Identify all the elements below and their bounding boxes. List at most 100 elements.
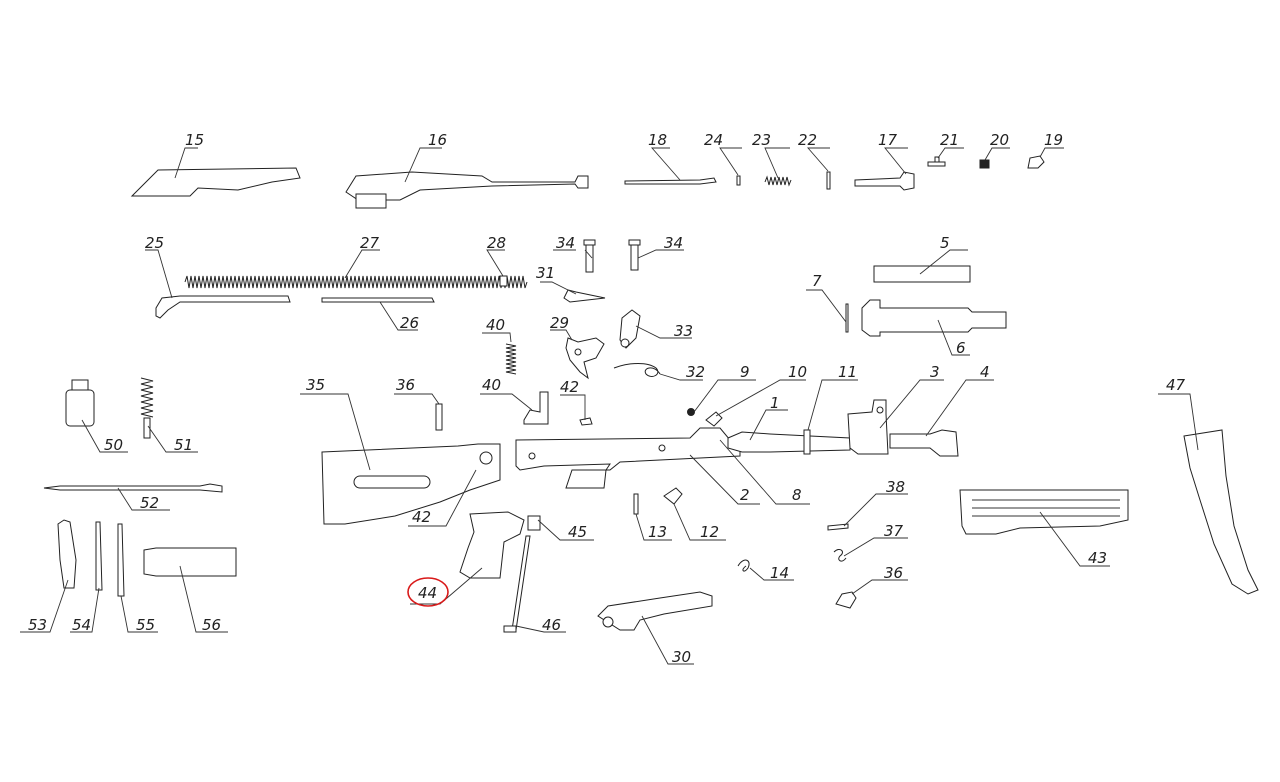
label-28: 28 (487, 234, 506, 252)
label-17: 17 (878, 131, 898, 149)
part-12-drawing (663, 487, 726, 541)
label-16: 16 (428, 131, 447, 149)
label-41: 40 (486, 316, 505, 334)
label-19: 19 (1044, 131, 1063, 149)
part-15-drawing (130, 147, 301, 197)
part-32-drawing (613, 363, 703, 381)
label-35: 35 (306, 376, 325, 394)
label-48: 47 (1166, 376, 1186, 394)
part-36-drawing (394, 393, 443, 431)
label-53: 53 (28, 616, 47, 634)
label-47: 46 (542, 616, 561, 634)
part-37-drawing (835, 579, 908, 609)
label-18: 18 (648, 131, 667, 149)
part-17-drawing (854, 147, 915, 191)
part-7-drawing (806, 289, 849, 333)
label-24: 24 (704, 131, 723, 149)
part-18-drawing (624, 147, 717, 185)
label-36: 36 (396, 376, 415, 394)
part-51-drawing (140, 377, 198, 453)
part-42-drawing (560, 394, 593, 426)
part-10-drawing (705, 379, 806, 427)
part-27-drawing (184, 249, 528, 289)
part-30-drawing (597, 591, 713, 665)
label-1: 1 (770, 394, 780, 412)
label-56: 56 (202, 616, 221, 634)
label-46: 45 (568, 523, 587, 541)
part-56-drawing (143, 547, 237, 633)
part-44-drawing (959, 489, 1129, 567)
label-25: 25 (145, 234, 164, 252)
part-9-drawing (687, 379, 756, 416)
label-40: 40 (482, 376, 501, 394)
label-55: 55 (136, 616, 155, 634)
label-11: 11 (838, 363, 857, 381)
label-12: 12 (700, 523, 719, 541)
part-38-drawing (833, 537, 908, 562)
label-39: 38 (886, 478, 905, 496)
part-45-drawing (407, 511, 525, 607)
part-34b-drawing (628, 239, 684, 271)
label-22: 22 (798, 131, 817, 149)
part-2-drawing (515, 427, 760, 505)
label-37: 36 (884, 564, 903, 582)
part-28-drawing (486, 249, 508, 287)
label-38: 37 (884, 522, 904, 540)
label-42: 42 (560, 378, 579, 396)
label-20: 20 (990, 131, 1009, 149)
label-32: 32 (686, 363, 705, 381)
part-26-drawing (321, 297, 435, 331)
part-34a-drawing (553, 239, 596, 273)
part-50-drawing (65, 379, 128, 453)
label-3: 3 (930, 363, 940, 381)
part-33-drawing (619, 309, 692, 349)
part-52-drawing (43, 483, 223, 511)
part-40-drawing (480, 391, 549, 425)
part-6-drawing (861, 299, 1007, 356)
part-31-drawing (540, 281, 606, 303)
part-22-drawing (807, 147, 831, 190)
label-6: 6 (956, 339, 966, 357)
label-13: 13 (648, 523, 667, 541)
label-8: 8 (792, 486, 802, 504)
part-20-drawing (979, 147, 1010, 169)
part-41-drawing (482, 332, 517, 375)
label-27: 27 (360, 234, 380, 252)
label-43: 42 (412, 508, 431, 526)
part-8-drawing (719, 439, 810, 505)
label-15: 15 (185, 131, 204, 149)
part-54-drawing (70, 521, 103, 633)
label-52: 52 (140, 494, 159, 512)
part-29-drawing (550, 329, 605, 380)
label-54: 54 (72, 616, 91, 634)
label-45: 44 (418, 584, 437, 602)
part-16-drawing (345, 147, 589, 209)
part-25-drawing (145, 249, 291, 319)
part-48-drawing (1158, 393, 1259, 595)
label-30: 30 (672, 648, 691, 666)
part-3-drawing (847, 379, 944, 455)
label-44: 43 (1088, 549, 1107, 567)
label-50: 50 (104, 436, 123, 454)
label-34b: 34 (664, 234, 683, 252)
part-1-drawing (727, 409, 851, 453)
label-26: 26 (400, 314, 419, 332)
label-23: 23 (752, 131, 771, 149)
label-51: 51 (174, 436, 193, 454)
label-21: 21 (940, 131, 959, 149)
part-35-drawing (300, 393, 501, 525)
label-7: 7 (812, 272, 822, 290)
part-21-drawing (927, 147, 964, 167)
label-2: 2 (740, 486, 750, 504)
label-14: 14 (770, 564, 789, 582)
label-29: 29 (550, 314, 569, 332)
label-5: 5 (940, 234, 950, 252)
part-24-drawing (719, 147, 742, 186)
part-55-drawing (117, 523, 158, 633)
part-13-drawing (633, 493, 672, 541)
label-34a: 34 (556, 234, 575, 252)
part-4-drawing (889, 379, 994, 457)
part-11-drawing (803, 379, 858, 455)
part-14-drawing (737, 559, 794, 581)
part-46-drawing (527, 515, 594, 541)
